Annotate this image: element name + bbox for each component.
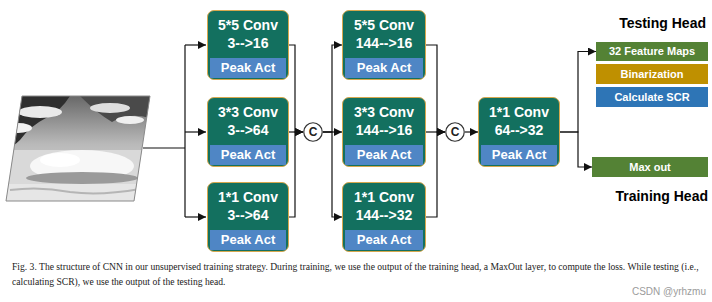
head-box: Calculate SCR xyxy=(596,87,708,107)
node-text: 5*5 Conv xyxy=(343,16,425,34)
node-text: 64-->32 xyxy=(479,121,559,139)
activation-band: Peak Act xyxy=(210,230,286,250)
node-text: 1*1 Conv xyxy=(208,188,288,206)
head-label: Training Head xyxy=(615,188,708,204)
activation-band: Peak Act xyxy=(210,145,286,165)
node-text: Peak Act xyxy=(357,60,411,76)
connector-arrow xyxy=(323,132,342,217)
input-wire xyxy=(143,45,185,217)
head-box: Binarization xyxy=(596,64,708,84)
node-text: Peak Act xyxy=(357,147,411,163)
connector-arrow xyxy=(426,132,445,217)
node-text: 3*3 Conv xyxy=(208,103,288,121)
circle-shape xyxy=(304,123,323,142)
node-text: 5*5 Conv xyxy=(208,16,288,34)
watermark: CSDN @yrhzmu xyxy=(632,286,706,297)
node-text: Peak Act xyxy=(221,147,275,163)
concat-circle: C xyxy=(445,122,465,142)
node-text: 144-->16 xyxy=(343,34,425,52)
node-text: Peak Act xyxy=(221,232,275,248)
figure-caption: Fig. 3. The structure of CNN in our unsu… xyxy=(12,259,704,289)
snow-photo xyxy=(0,90,160,210)
head-label: Testing Head xyxy=(619,15,706,31)
activation-band: Peak Act xyxy=(345,145,423,165)
connector-arrow xyxy=(289,45,303,132)
node-text: 144-->32 xyxy=(343,206,425,224)
connector-arrow xyxy=(465,131,478,132)
circle-shape xyxy=(446,123,465,142)
conv-layer-box: 1*1 Conv3-->64Peak Act xyxy=(207,182,289,252)
activation-band: Peak Act xyxy=(345,58,423,78)
connector-arrow xyxy=(560,132,592,167)
input-arrow xyxy=(185,44,206,45)
image-frame xyxy=(6,96,150,201)
head-box: 32 Feature Maps xyxy=(596,42,708,61)
connector-arrow xyxy=(289,132,303,217)
conv-layer-box: 1*1 Conv144-->32Peak Act xyxy=(342,182,426,252)
node-text: 1*1 Conv xyxy=(479,103,559,121)
input-arrow xyxy=(185,131,206,132)
conv-layer-box: 5*5 Conv144-->16Peak Act xyxy=(342,10,426,80)
connector-arrow xyxy=(426,45,445,132)
conv-layer-box: 1*1 Conv64-->32Peak Act xyxy=(478,97,560,167)
activation-band: Peak Act xyxy=(345,230,423,250)
node-text: Peak Act xyxy=(221,60,275,76)
node-text: C xyxy=(309,125,318,139)
node-text: 3-->16 xyxy=(208,34,288,52)
connector-arrow xyxy=(323,45,342,132)
input-arrow xyxy=(185,216,206,217)
activation-band: Peak Act xyxy=(481,145,557,165)
node-text: Peak Act xyxy=(492,147,546,163)
head-box: Max out xyxy=(592,157,708,177)
conv-layer-box: 3*3 Conv3-->64Peak Act xyxy=(207,97,289,167)
node-text: 3-->64 xyxy=(208,121,288,139)
conv-layer-box: 3*3 Conv144-->16Peak Act xyxy=(342,97,426,167)
node-text: Calculate SCR xyxy=(614,91,689,104)
connector-arrow xyxy=(560,52,596,133)
node-text: 3-->64 xyxy=(208,206,288,224)
node-text: 3*3 Conv xyxy=(343,103,425,121)
node-text: Peak Act xyxy=(357,232,411,248)
concat-circle: C xyxy=(303,122,323,142)
node-text: 144-->16 xyxy=(343,121,425,139)
node-text: Binarization xyxy=(621,68,684,81)
activation-band: Peak Act xyxy=(210,58,286,78)
conv-layer-box: 5*5 Conv3-->16Peak Act xyxy=(207,10,289,80)
node-text: 32 Feature Maps xyxy=(609,45,695,58)
node-text: C xyxy=(451,125,460,139)
node-text: 1*1 Conv xyxy=(343,188,425,206)
node-text: Max out xyxy=(629,161,671,174)
